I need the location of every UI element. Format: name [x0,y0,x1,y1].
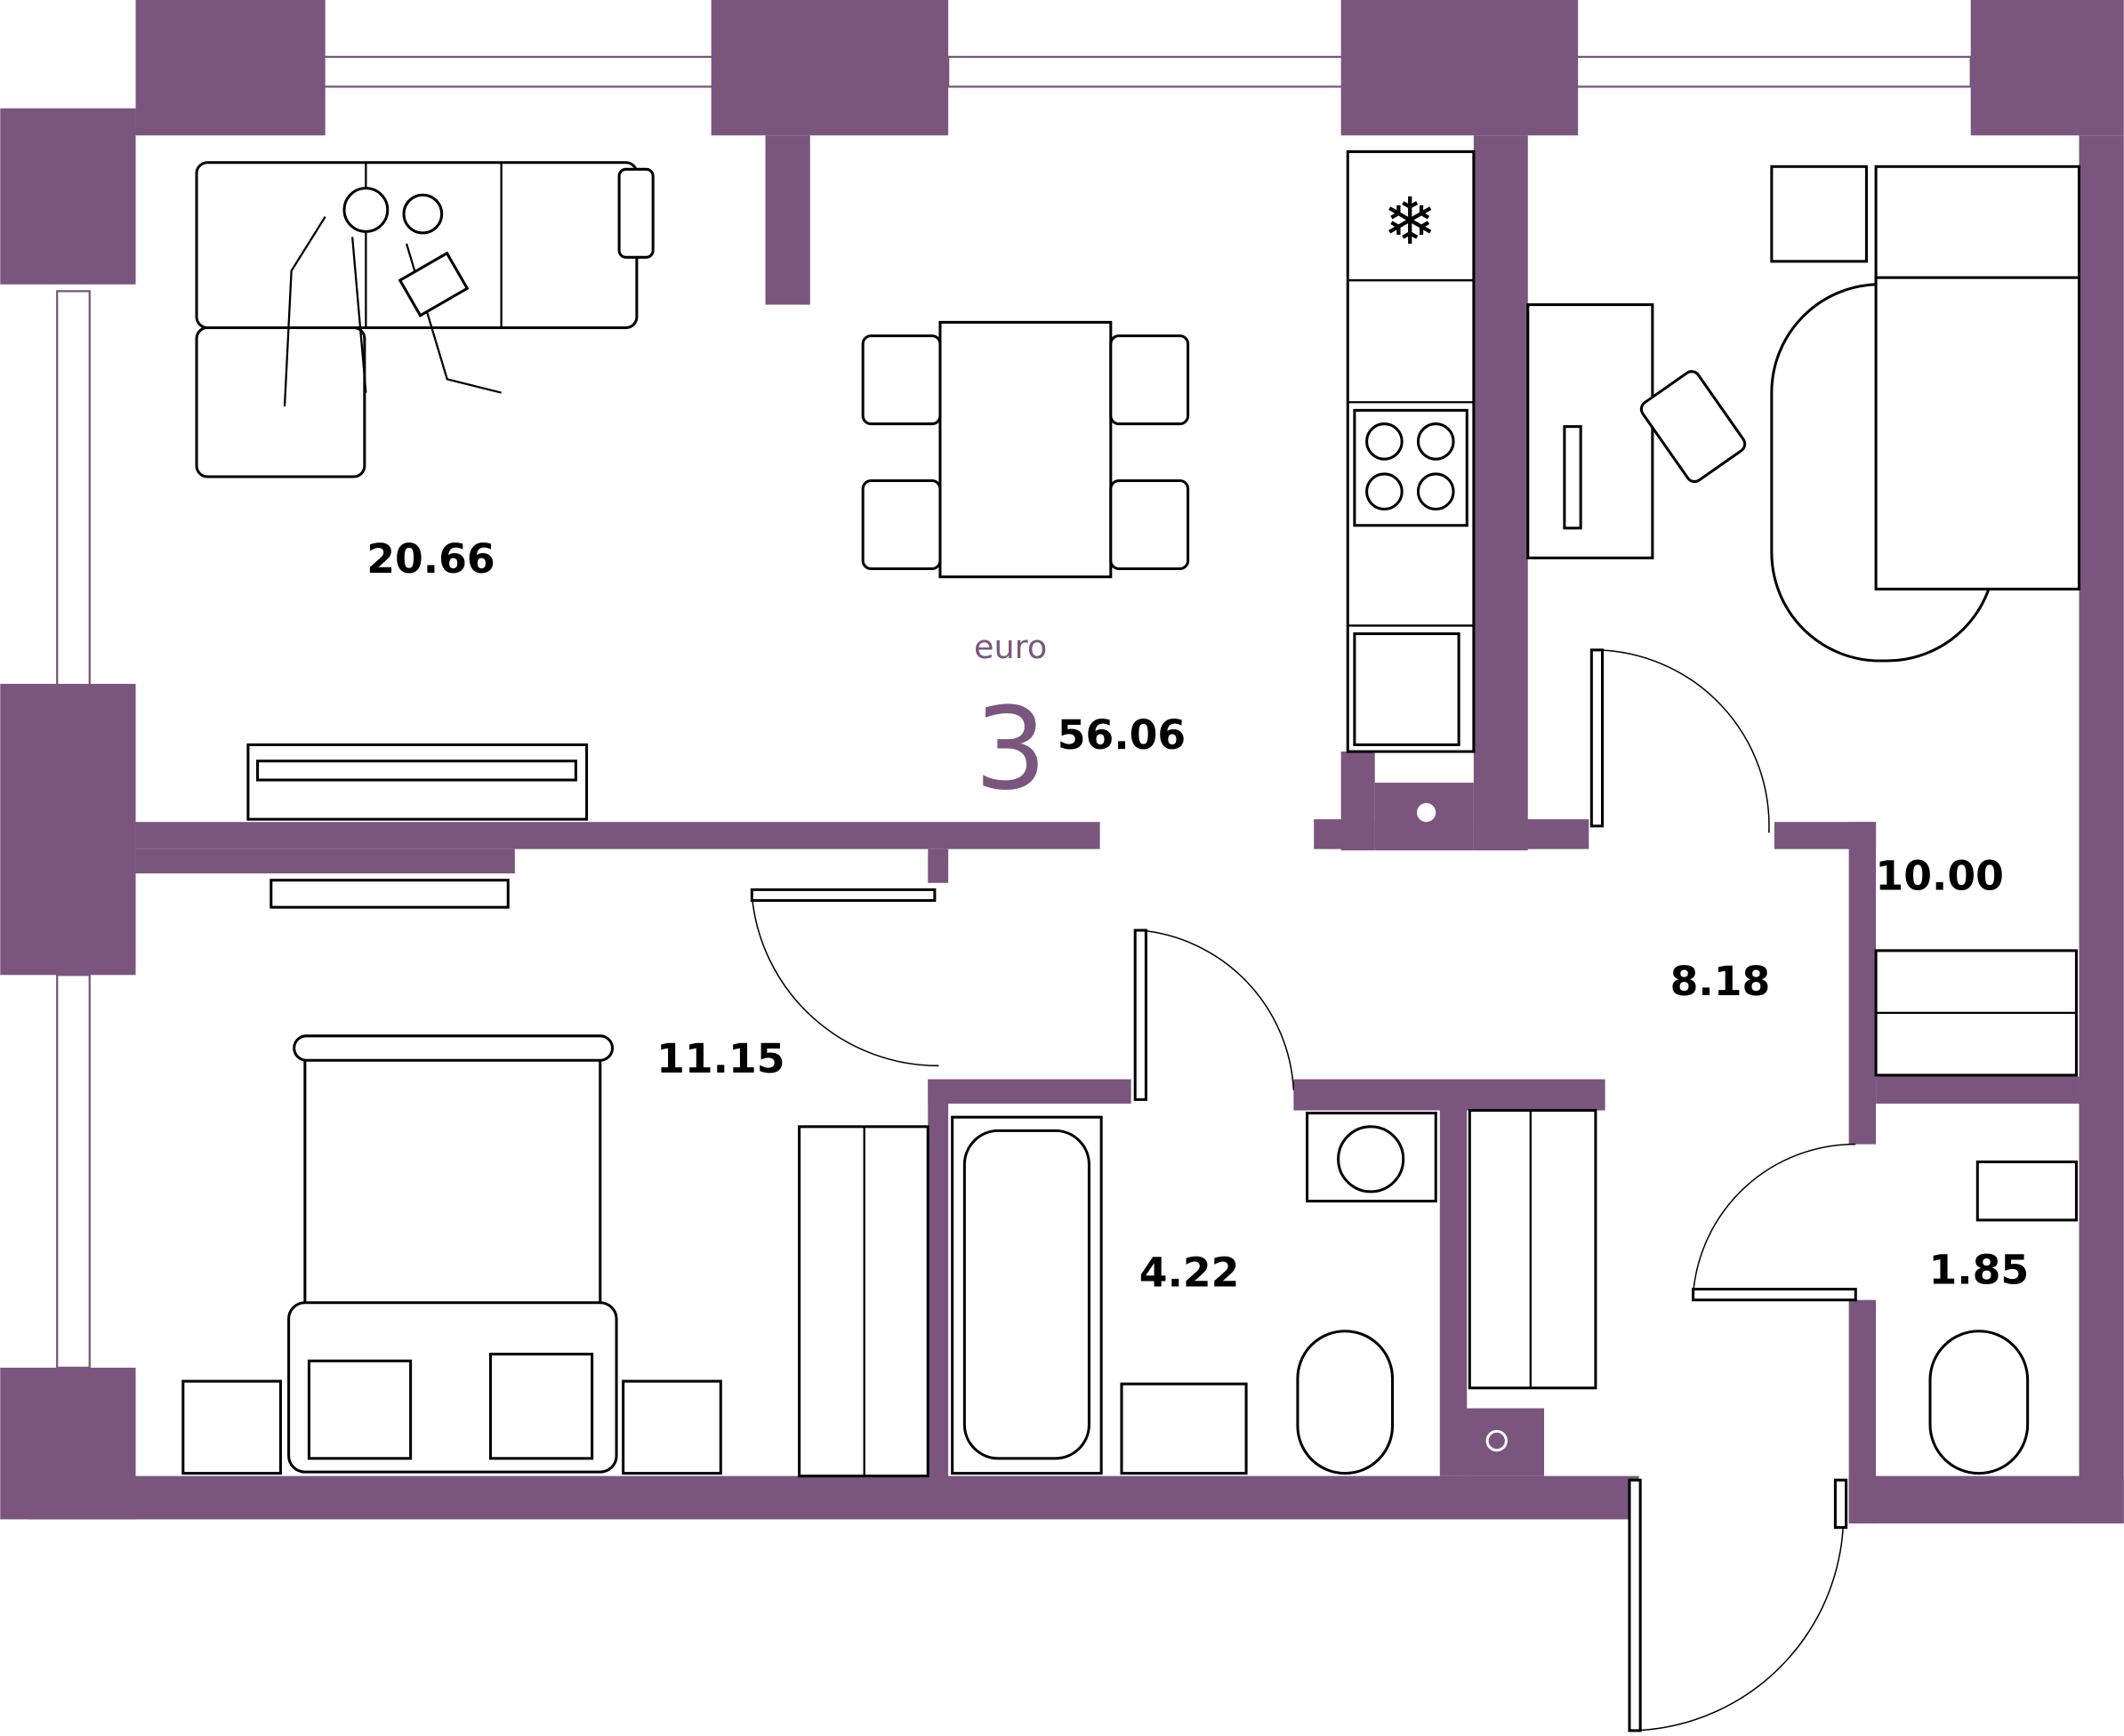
rooms-count: 3 [974,683,1046,816]
room-area-bedroom-right: 10.00 [1875,852,2003,899]
bathtub-icon [951,1115,1103,1475]
cabinet-icon [1468,1109,1597,1390]
wardrobe-icon [798,1125,929,1478]
dining-table-icon [861,320,1190,579]
sofa-icon [195,161,655,478]
room-area-hallway: 8.18 [1670,958,1771,1005]
kitchen-unit-icon: ❄ [1346,150,1476,753]
layout-type-label: euro [974,628,1047,666]
windows [56,55,1972,1369]
radiator-icon [1874,949,2078,1077]
wc-sink-icon [1975,1160,2078,1222]
room-area-living: 20.66 [366,535,495,583]
walls [0,0,2124,1523]
washing-machine-icon [1306,1112,1437,1203]
double-bed-left-icon [181,1034,722,1475]
ventilation-shaft-icon [1416,802,1436,823]
people-icon [283,187,502,406]
sink-icon [1120,1382,1248,1475]
total-area: 56.06 [1058,711,1186,759]
doors [750,648,1857,1732]
furniture: ❄ [181,150,2081,1478]
room-area-bathroom: 4.22 [1139,1249,1240,1296]
snowflake-icon: ❄ [1383,186,1437,258]
desk-icon [1526,303,1747,559]
room-area-wc: 1.85 [1928,1246,2029,1293]
double-bed-right-icon [1770,165,2081,663]
toilet-icon [1296,1330,2030,1475]
tv-stand-icon [246,743,589,909]
room-area-bedroom-left: 11.15 [656,1035,784,1082]
